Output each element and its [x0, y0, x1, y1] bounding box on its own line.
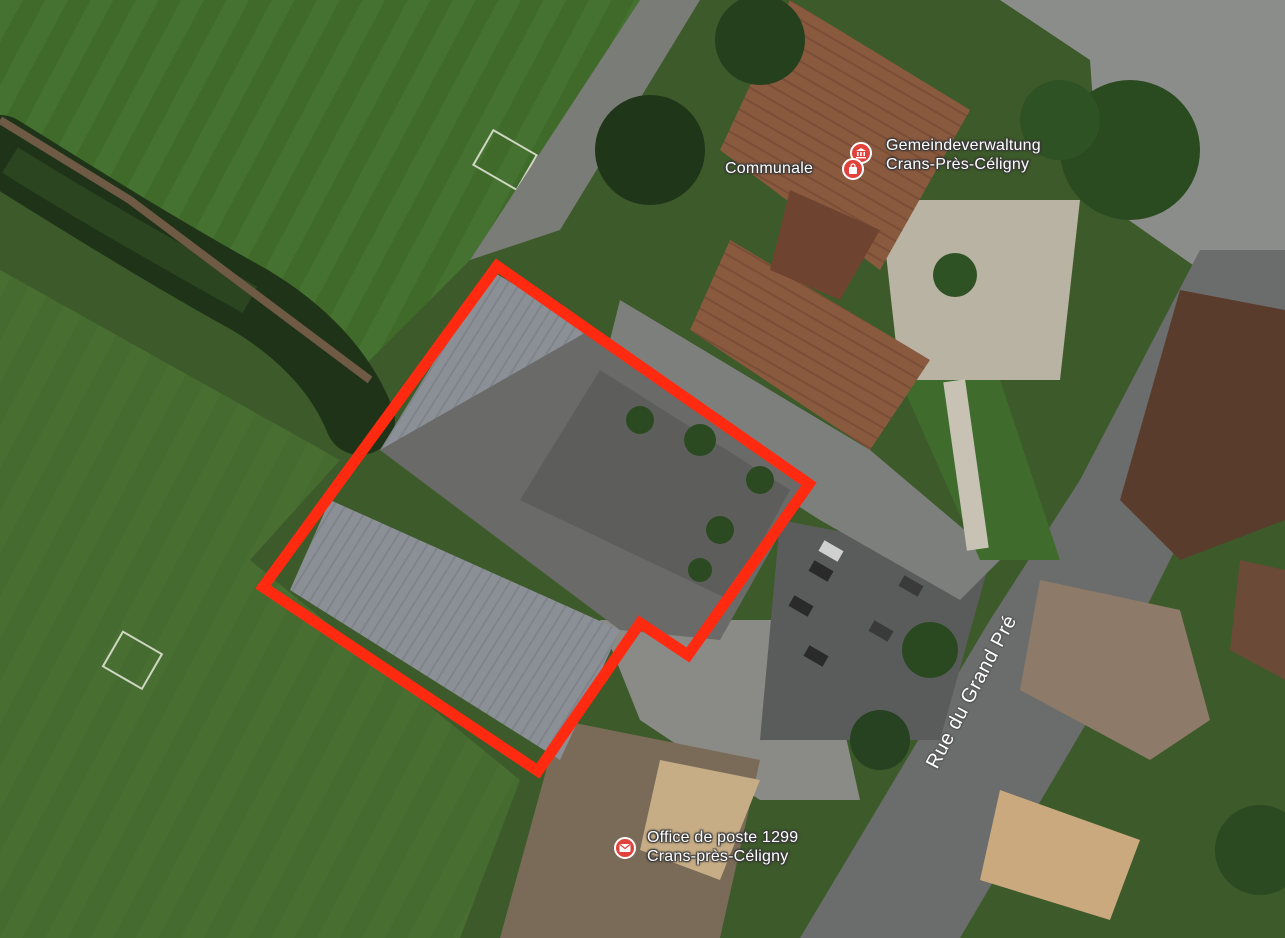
shopping-bag-icon[interactable]: [842, 158, 864, 180]
poi-label-gemeindeverwaltung-line2: Crans-Près-Céligny: [886, 156, 1030, 173]
highlighted-area-boundary: [255, 258, 817, 779]
poi-label-gemeindeverwaltung-line1: Gemeindeverwaltung: [886, 137, 1041, 154]
poi-label-office-de-poste[interactable]: Office de poste 1299 Crans-près-Céligny: [647, 828, 798, 866]
envelope-icon[interactable]: [614, 837, 636, 859]
poi-label-office-de-poste-line1: Office de poste 1299: [647, 829, 799, 846]
poi-label-communale[interactable]: Communale: [725, 160, 814, 177]
poi-label-office-de-poste-line2: Crans-près-Céligny: [647, 848, 789, 865]
poi-label-gemeindeverwaltung[interactable]: Gemeindeverwaltung Crans-Près-Céligny: [886, 136, 1041, 174]
